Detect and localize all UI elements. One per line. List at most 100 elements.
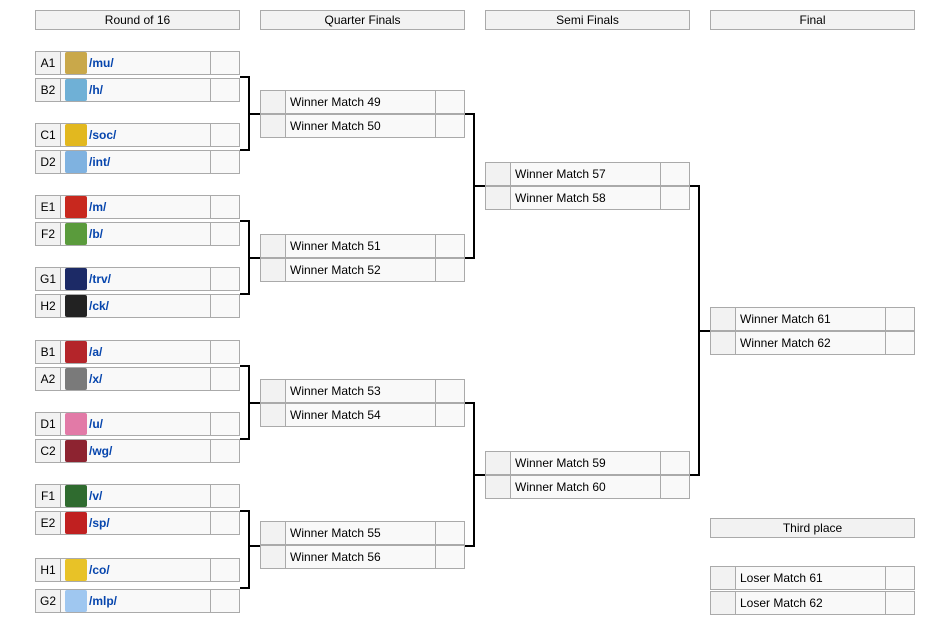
bracket-connector [690, 474, 700, 476]
team-link[interactable]: /b/ [89, 227, 103, 241]
team-link[interactable]: /int/ [89, 155, 111, 169]
qf-row: Winner Match 50 [260, 114, 465, 138]
team-link[interactable]: /sp/ [89, 516, 110, 530]
score-cell [660, 476, 689, 498]
sf-row: Winner Match 59 [485, 451, 690, 475]
seed-cell: H2 [36, 295, 61, 317]
score-cell [660, 187, 689, 209]
seed-cell [711, 308, 736, 330]
board-logo-icon [65, 151, 87, 173]
team-cell: Winner Match 58 [515, 191, 606, 205]
team-link[interactable]: /trv/ [89, 272, 112, 286]
r16-row: B1/a/ [35, 340, 240, 364]
r16-row: C2/wg/ [35, 439, 240, 463]
sf-row: Winner Match 57 [485, 162, 690, 186]
seed-cell [711, 592, 736, 614]
seed-cell: F2 [36, 223, 61, 245]
seed-cell [711, 332, 736, 354]
score-cell [210, 512, 239, 534]
r16-row: F1/v/ [35, 484, 240, 508]
seed-cell [261, 235, 286, 257]
seed-cell [486, 476, 511, 498]
team-cell: /x/ [61, 368, 102, 390]
bracket-connector [473, 474, 485, 476]
r16-row: G2/mlp/ [35, 589, 240, 613]
team-link[interactable]: /m/ [89, 200, 107, 214]
score-cell [210, 79, 239, 101]
board-logo-icon [65, 559, 87, 581]
bracket-connector [240, 149, 250, 151]
team-cell: /u/ [61, 413, 103, 435]
bracket-connector [248, 510, 250, 589]
bracket-connector [465, 402, 475, 404]
r16-row: A2/x/ [35, 367, 240, 391]
bracket-connector [240, 510, 250, 512]
sf-row: Winner Match 60 [485, 475, 690, 499]
header-final: Final [710, 10, 915, 30]
team-link[interactable]: /h/ [89, 83, 103, 97]
r16-row: C1/soc/ [35, 123, 240, 147]
score-cell [885, 332, 914, 354]
final-row: Winner Match 61 [710, 307, 915, 331]
board-logo-icon [65, 52, 87, 74]
bracket-connector [698, 330, 710, 332]
third-place-row: Loser Match 62 [710, 591, 915, 615]
bracket-connector [240, 220, 250, 222]
bracket-connector [248, 545, 260, 547]
team-link[interactable]: /mlp/ [89, 594, 118, 608]
team-cell: /a/ [61, 341, 102, 363]
bracket-connector [690, 185, 700, 187]
team-cell: /m/ [61, 196, 106, 218]
board-logo-icon [65, 341, 87, 363]
team-cell: /ck/ [61, 295, 109, 317]
seed-cell: E1 [36, 196, 61, 218]
team-link[interactable]: /soc/ [89, 128, 117, 142]
score-cell [435, 91, 464, 113]
seed-cell [261, 380, 286, 402]
team-cell: /mlp/ [61, 590, 117, 612]
r16-row: D1/u/ [35, 412, 240, 436]
r16-row: H1/co/ [35, 558, 240, 582]
seed-cell [486, 452, 511, 474]
score-cell [210, 295, 239, 317]
score-cell [210, 590, 239, 612]
seed-cell: C2 [36, 440, 61, 462]
bracket-connector [240, 293, 250, 295]
board-logo-icon [65, 124, 87, 146]
score-cell [210, 268, 239, 290]
team-cell: Winner Match 61 [740, 312, 831, 326]
score-cell [210, 559, 239, 581]
board-logo-icon [65, 268, 87, 290]
team-link[interactable]: /ck/ [89, 299, 110, 313]
header-third-place: Third place [710, 518, 915, 538]
seed-cell: B1 [36, 341, 61, 363]
score-cell [210, 413, 239, 435]
team-link[interactable]: /wg/ [89, 444, 113, 458]
r16-row: H2/ck/ [35, 294, 240, 318]
team-link[interactable]: /x/ [89, 372, 103, 386]
score-cell [210, 52, 239, 74]
team-link[interactable]: /mu/ [89, 56, 114, 70]
team-cell: Winner Match 49 [290, 95, 381, 109]
team-cell: Winner Match 59 [515, 456, 606, 470]
team-link[interactable]: /v/ [89, 489, 103, 503]
r16-row: D2/int/ [35, 150, 240, 174]
score-cell [210, 485, 239, 507]
team-link[interactable]: /co/ [89, 563, 110, 577]
team-cell: /h/ [61, 79, 103, 101]
team-link[interactable]: /u/ [89, 417, 103, 431]
r16-row: B2/h/ [35, 78, 240, 102]
team-cell: /soc/ [61, 124, 116, 146]
bracket-connector [248, 257, 260, 259]
seed-cell [261, 522, 286, 544]
r16-row: F2/b/ [35, 222, 240, 246]
score-cell [885, 308, 914, 330]
score-cell [435, 546, 464, 568]
board-logo-icon [65, 440, 87, 462]
team-link[interactable]: /a/ [89, 345, 103, 359]
header-round-of-16: Round of 16 [35, 10, 240, 30]
r16-row: G1/trv/ [35, 267, 240, 291]
team-cell: Winner Match 60 [515, 480, 606, 494]
final-row: Winner Match 62 [710, 331, 915, 355]
bracket-connector [473, 185, 485, 187]
